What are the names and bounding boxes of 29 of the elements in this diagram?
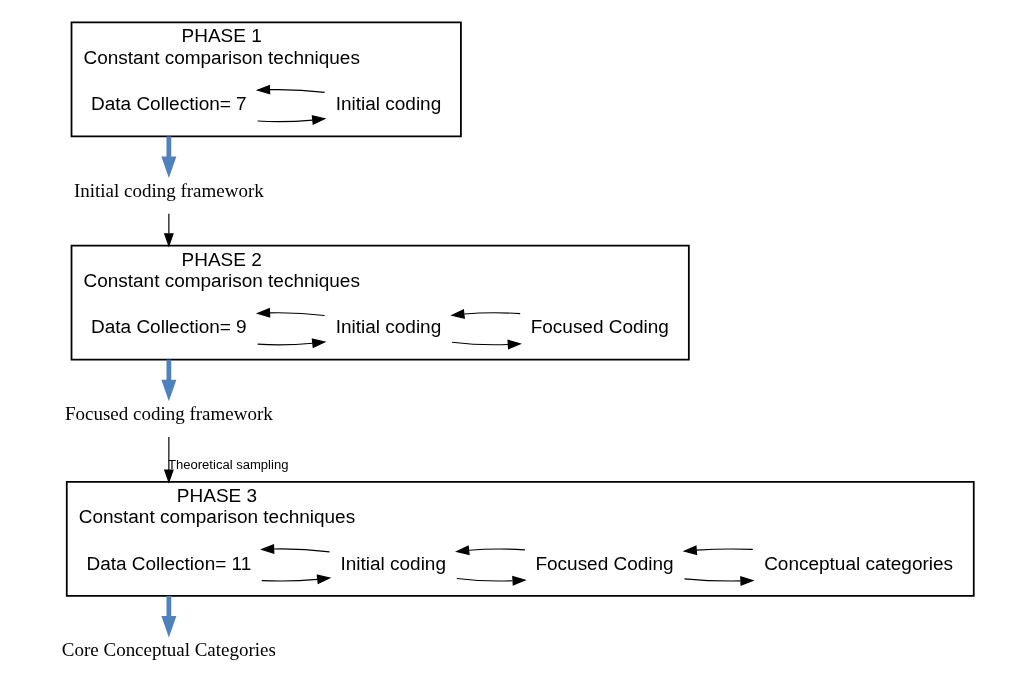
arrow <box>683 575 755 586</box>
arrow <box>255 307 325 318</box>
arrow <box>160 595 176 638</box>
node-text: Focused Coding <box>534 552 674 574</box>
node-text: Data Collection= 11 <box>85 552 251 574</box>
arrow <box>256 338 326 349</box>
arrow <box>450 339 522 350</box>
arrow <box>455 575 527 586</box>
arrow <box>163 213 174 248</box>
node-text: Initial coding <box>335 316 441 338</box>
arrow <box>160 136 176 178</box>
arrow <box>160 359 176 402</box>
node-text: Initial coding framework <box>73 179 264 201</box>
arrow <box>259 544 330 554</box>
node-text: Focused coding framework <box>64 402 273 424</box>
node-text: Initial coding <box>339 552 446 574</box>
arrow <box>163 436 174 484</box>
node-text: Data Collection= 9 <box>90 316 247 338</box>
node-text: Data Collection= 7 <box>90 93 247 115</box>
arrow <box>449 309 521 319</box>
arrow <box>454 545 525 556</box>
node-text: Initial coding <box>335 93 441 115</box>
arrow <box>255 84 325 95</box>
node-text: Focused Coding <box>530 316 669 338</box>
node-text: Core Conceptual Categories <box>61 639 276 661</box>
node-text: Conceptual categories <box>763 552 953 574</box>
arrow <box>682 545 753 556</box>
arrow <box>256 115 326 126</box>
arrow <box>260 574 331 585</box>
